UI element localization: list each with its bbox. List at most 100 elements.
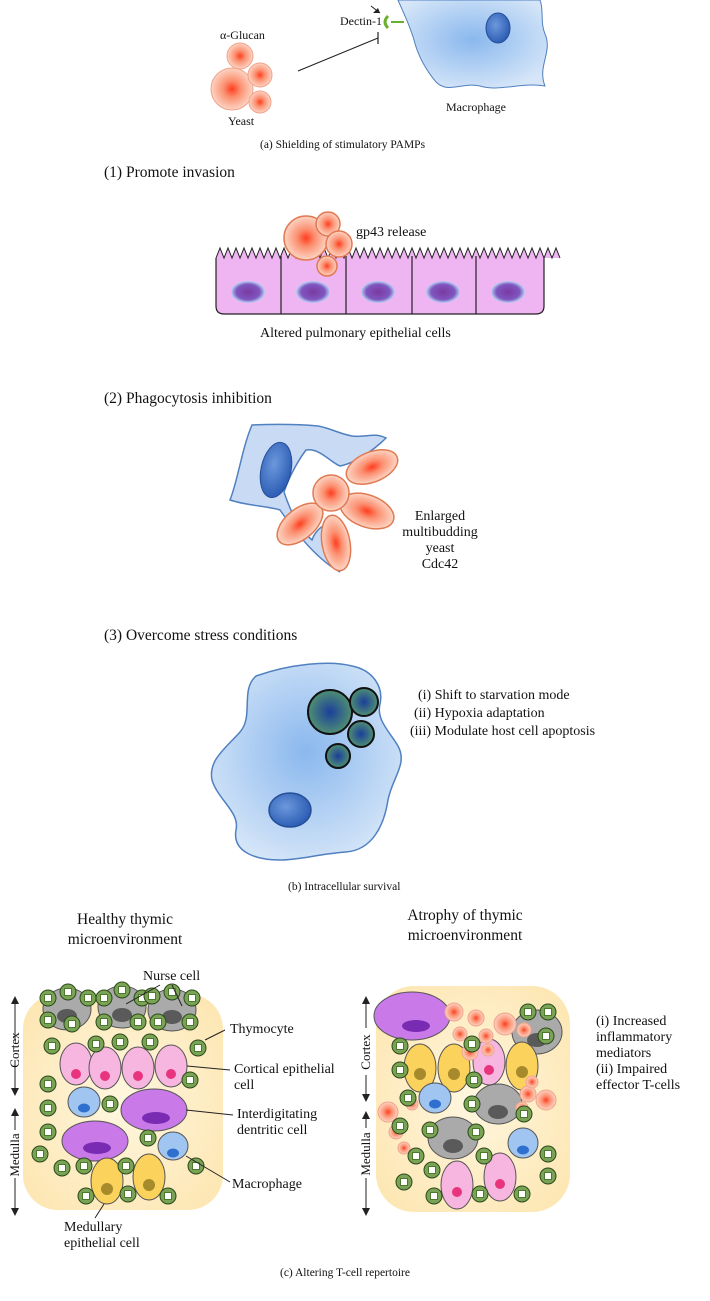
thymocyte-nucleus bbox=[68, 1020, 76, 1028]
stress-item-1: (i) Shift to starvation mode bbox=[418, 688, 570, 703]
panel-a-art bbox=[210, 0, 548, 114]
thymocyte-label: Thymocyte bbox=[230, 1022, 294, 1037]
thymocyte-nucleus bbox=[524, 1008, 532, 1016]
interdigitating-label: Interdigitating dentritic cell bbox=[237, 1107, 318, 1139]
thymocyte-nucleus bbox=[520, 1110, 528, 1118]
thymocyte-nucleus bbox=[100, 994, 108, 1002]
thymocyte-nucleus bbox=[144, 1134, 152, 1142]
thymocyte-nucleus bbox=[396, 1122, 404, 1130]
panel-a-caption: (a) Shielding of stimulatory PAMPs bbox=[260, 139, 426, 151]
yeast-cell bbox=[519, 1085, 537, 1103]
thymocyte-nucleus bbox=[164, 1192, 172, 1200]
cortical-epithelial-label: Cortical epithelial cell bbox=[234, 1062, 335, 1094]
thymocyte-nucleus bbox=[470, 1076, 478, 1084]
step-3-heading: (3) Overcome stress conditions bbox=[104, 627, 298, 644]
thymocyte-nucleus bbox=[544, 1150, 552, 1158]
nurse-cell-label: Nurse cell bbox=[143, 969, 201, 984]
macrophage-label-c: Macrophage bbox=[232, 1177, 302, 1192]
macrophage-label-a: Macrophage bbox=[446, 100, 506, 114]
thymocyte-nucleus bbox=[146, 1038, 154, 1046]
yeast-cell bbox=[516, 1022, 532, 1038]
thymocyte-nucleus bbox=[396, 1042, 404, 1050]
medullary-epithelial-label: Medullary epithelial cell bbox=[64, 1220, 140, 1252]
yeast-label: Yeast bbox=[228, 114, 255, 128]
thymocyte-nucleus bbox=[544, 1172, 552, 1180]
thymocyte-nucleus bbox=[468, 1040, 476, 1048]
thymocyte-nucleus bbox=[148, 992, 156, 1000]
thymocyte-nucleus bbox=[36, 1150, 44, 1158]
cortex-axis-label-atrophy: Cortex bbox=[358, 1034, 373, 1070]
thymocyte-nucleus bbox=[192, 1162, 200, 1170]
thymocyte-nucleus bbox=[542, 1032, 550, 1040]
yeast-cell bbox=[397, 1141, 411, 1155]
panel-c-lines bbox=[14, 984, 367, 1219]
thymocyte-nucleus bbox=[476, 1190, 484, 1198]
thymocyte-nucleus bbox=[480, 1152, 488, 1160]
panel-c-caption: (c) Altering T-cell repertoire bbox=[280, 1267, 410, 1279]
phagocyte-art bbox=[229, 423, 399, 573]
medulla-axis-label-healthy: Medulla bbox=[7, 1133, 22, 1177]
thymocyte-nucleus bbox=[118, 986, 126, 994]
epithelial-cells-label: Altered pulmonary epithelial cells bbox=[260, 326, 451, 341]
axis-arrowheads bbox=[11, 996, 370, 1216]
thymocyte-nucleus bbox=[44, 1104, 52, 1112]
atrophy-thymus-art bbox=[373, 986, 570, 1212]
alpha-glucan-label: α-Glucan bbox=[220, 28, 265, 42]
thymocyte-nucleus bbox=[468, 1100, 476, 1108]
thymocyte-nucleus bbox=[412, 1152, 420, 1160]
thymocyte-nucleus bbox=[154, 1018, 162, 1026]
yeast-cell bbox=[444, 1002, 464, 1022]
enlarged-yeast-label: Enlarged multibudding yeast Cdc42 bbox=[402, 509, 478, 573]
thymocyte-nucleus bbox=[400, 1178, 408, 1186]
thymocyte-nucleus bbox=[404, 1094, 412, 1102]
thymocyte-nucleus bbox=[194, 1044, 202, 1052]
yeast-cell bbox=[478, 1028, 494, 1044]
thymocyte-nucleus bbox=[84, 994, 92, 1002]
thymocyte-nucleus bbox=[116, 1038, 124, 1046]
yeast-cell bbox=[525, 1075, 539, 1089]
dectin-1-label: Dectin-1 bbox=[340, 14, 382, 28]
thymocyte-nucleus bbox=[430, 1192, 438, 1200]
atrophy-effects-label: (i) Increased inflammatory mediators (ii… bbox=[596, 1014, 681, 1094]
thymocyte-nucleus bbox=[58, 1164, 66, 1172]
yeast-cell bbox=[467, 1009, 485, 1027]
yeast-cell bbox=[377, 1101, 399, 1123]
atrophy-title: Atrophy of thymic microenvironment bbox=[407, 907, 523, 945]
thymocyte-nucleus bbox=[82, 1192, 90, 1200]
healthy-title: Healthy thymic microenvironment bbox=[67, 911, 183, 949]
epithelium-art bbox=[215, 211, 561, 315]
thymocyte-nucleus bbox=[186, 1018, 194, 1026]
thymocyte-nucleus bbox=[188, 994, 196, 1002]
thymocyte-nucleus bbox=[44, 1128, 52, 1136]
thymocyte-nucleus bbox=[44, 1016, 52, 1024]
medulla-axis-label-atrophy: Medulla bbox=[358, 1132, 373, 1176]
thymocyte-nucleus bbox=[64, 988, 72, 996]
thymocyte-nucleus bbox=[134, 1018, 142, 1026]
panel-b-caption: (b) Intracellular survival bbox=[288, 881, 401, 893]
thymocyte-nucleus bbox=[106, 1100, 114, 1108]
thymocyte-nucleus bbox=[100, 1018, 108, 1026]
infected-macrophage-art bbox=[210, 662, 402, 861]
stress-item-2: (ii) Hypoxia adaptation bbox=[414, 706, 545, 721]
step-1-heading: (1) Promote invasion bbox=[104, 164, 235, 181]
thymocyte-nucleus bbox=[544, 1008, 552, 1016]
stress-item-3: (iii) Modulate host cell apoptosis bbox=[410, 724, 596, 739]
yeast-cell bbox=[481, 1043, 495, 1057]
healthy-thymus-art bbox=[23, 981, 223, 1210]
thymocyte-nucleus bbox=[186, 1076, 194, 1084]
step-2-heading: (2) Phagocytosis inhibition bbox=[104, 390, 272, 407]
thymocyte-nucleus bbox=[396, 1066, 404, 1074]
thymocyte-nucleus bbox=[80, 1162, 88, 1170]
gp43-release-label: gp43 release bbox=[356, 225, 427, 240]
thymocyte-nucleus bbox=[426, 1126, 434, 1134]
thymocyte-nucleus bbox=[92, 1040, 100, 1048]
thymocyte-nucleus bbox=[472, 1128, 480, 1136]
thymocyte-nucleus bbox=[122, 1162, 130, 1170]
thymocyte-nucleus bbox=[428, 1166, 436, 1174]
yeast-cell bbox=[535, 1089, 557, 1111]
thymocyte-nucleus bbox=[48, 1042, 56, 1050]
thymocyte-nucleus bbox=[44, 1080, 52, 1088]
cortex-axis-label-healthy: Cortex bbox=[7, 1032, 22, 1068]
